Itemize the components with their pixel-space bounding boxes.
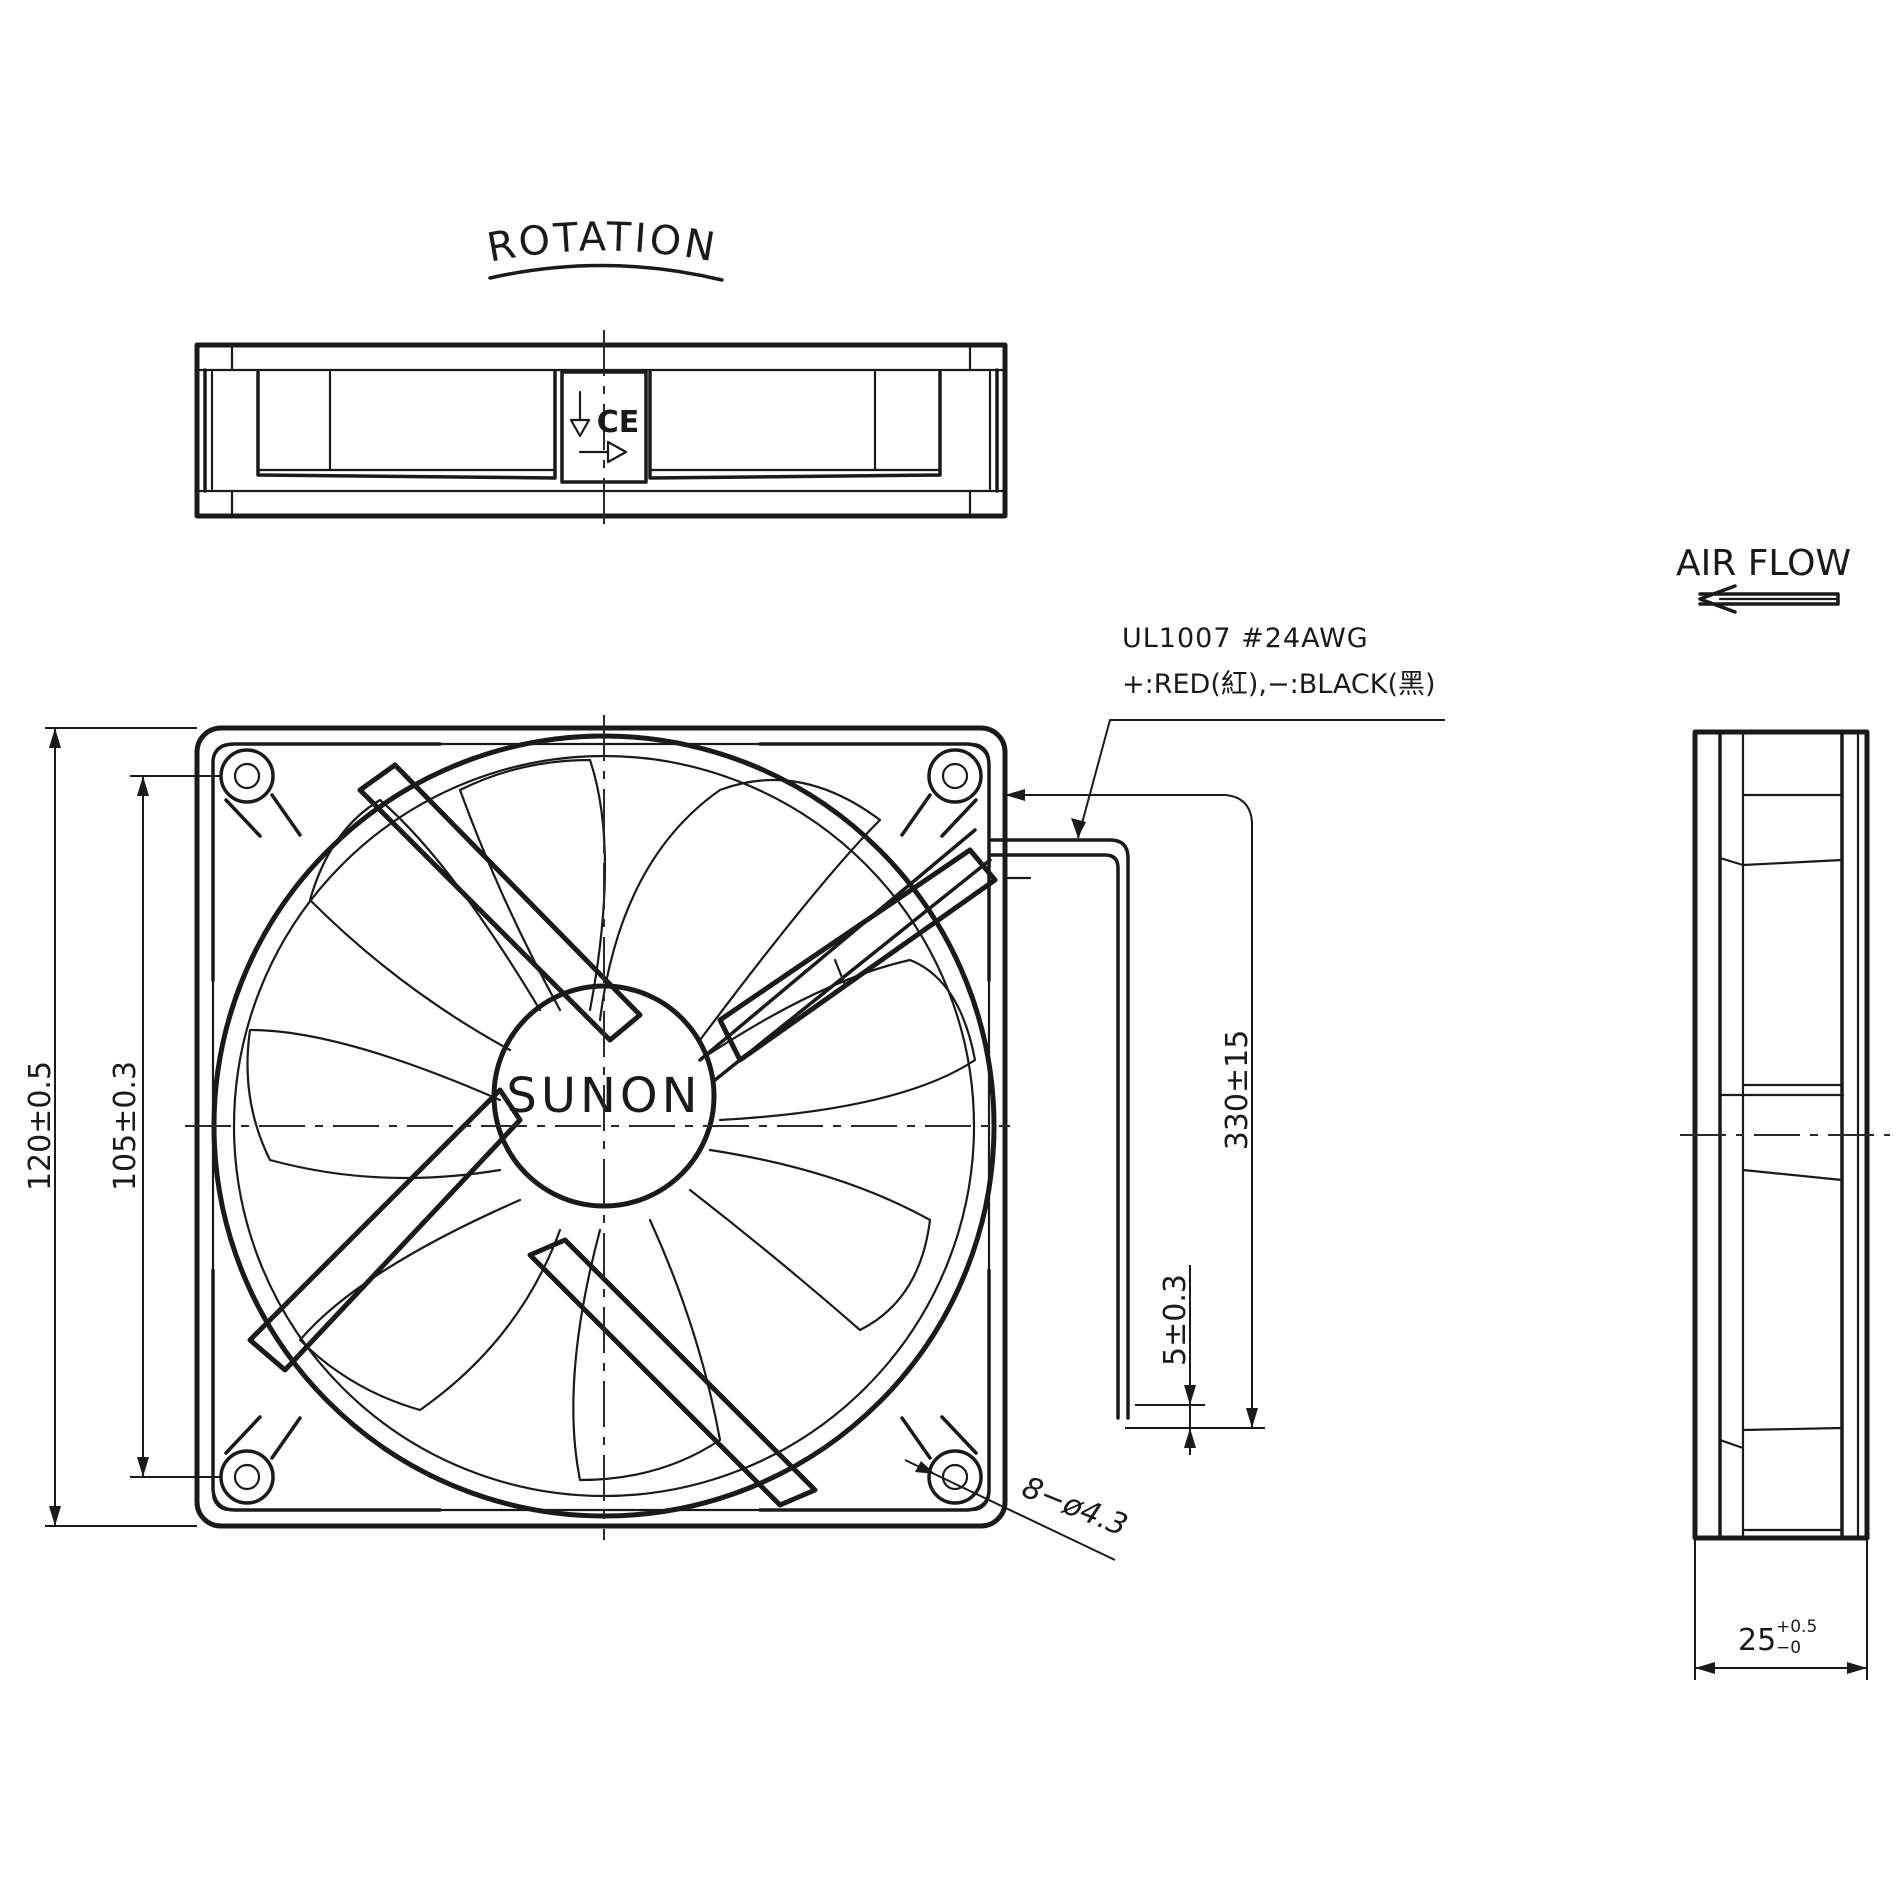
rotation-direction-icon (569, 390, 591, 438)
ce-mark: CE (597, 405, 640, 440)
lead-wires (988, 838, 1130, 1420)
mount-hole-bottom-left (219, 1415, 302, 1505)
dim-strip-length: 5±0.3 (1135, 1265, 1205, 1455)
dim-lead-length: 330±15 (1005, 789, 1265, 1429)
dim-overall: 120±0.5 (23, 727, 197, 1527)
dim-lead-length-label: 330±15 (1220, 1030, 1255, 1151)
dim-thickness-minus: −0 (1776, 1638, 1801, 1658)
top-view: ROTATION (194, 214, 1008, 530)
frame-struts (247, 762, 998, 1508)
dim-overall-label: 120±0.5 (23, 1061, 58, 1191)
dim-thickness: 25 +0.5 −0 (1694, 1538, 1868, 1680)
dim-mount-holes-label: 8−ø4.3 (1017, 1470, 1132, 1544)
airflow-arrow-icon (1698, 584, 1840, 614)
dim-hole-pitch: 105±0.3 (108, 775, 220, 1478)
front-view: SUNON UL1007 #24AWG +:RED(紅),−:BLACK(黑) … (23, 623, 1445, 1561)
dim-hole-pitch-label: 105±0.3 (108, 1061, 143, 1191)
side-view: AIR FLOW 25 +0.5 − (1676, 543, 1890, 1680)
mount-hole-bottom-right (900, 1415, 983, 1505)
wire-spec-line2: +:RED(紅),−:BLACK(黑) (1122, 669, 1436, 700)
airflow-direction-icon (578, 440, 628, 464)
brand-label: SUNON (506, 1068, 701, 1124)
dim-thickness-plus: +0.5 (1776, 1617, 1817, 1637)
wire-spec-line1: UL1007 #24AWG (1122, 623, 1369, 654)
mount-hole-top-right (900, 748, 983, 838)
dim-strip-length-label: 5±0.3 (1158, 1274, 1193, 1366)
airflow-label: AIR FLOW (1676, 543, 1851, 584)
top-view-housing (194, 342, 1008, 519)
rotation-arrow-arc (488, 263, 724, 282)
dim-thickness-base: 25 (1738, 1623, 1776, 1658)
fan-hub (491, 983, 717, 1209)
mount-hole-top-left (219, 748, 302, 838)
rotation-label: ROTATION (484, 214, 721, 271)
